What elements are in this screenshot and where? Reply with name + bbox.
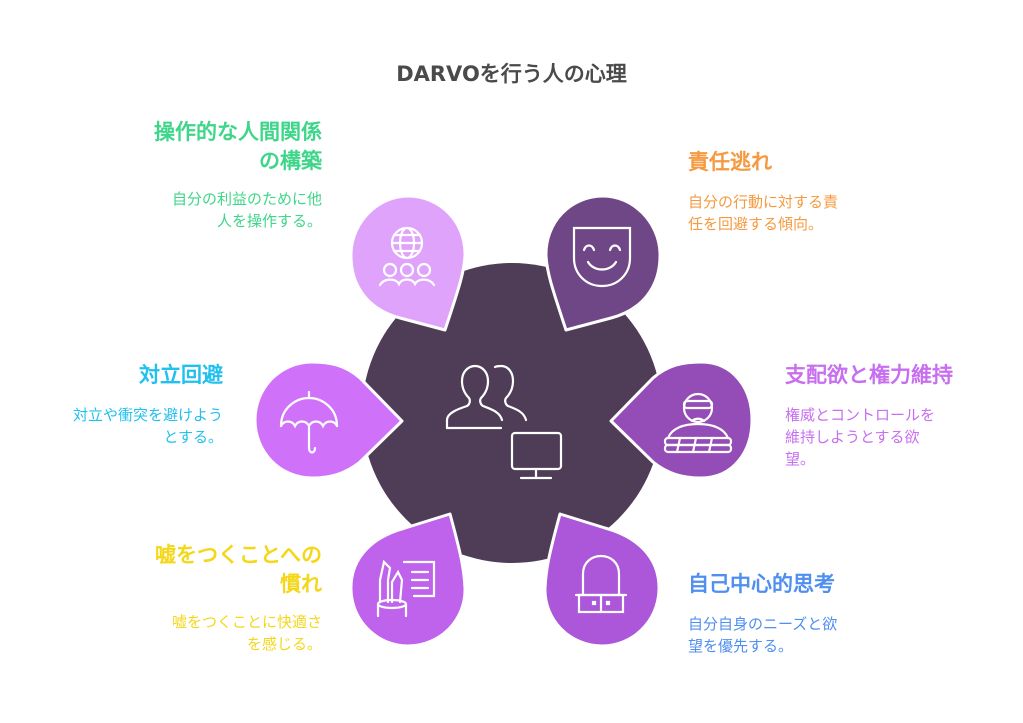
heading-avoidance: 対立回避 <box>139 363 223 387</box>
desc-line: 対立や衝突を避けよう <box>72 406 223 424</box>
heading-line: 慣れ <box>280 572 322 596</box>
desc-control: 権威とコントロールを 維持しようとする欲 望。 <box>785 404 1015 470</box>
label-responsibility: 責任逃れ 自分の行動に対する責 任を回避する傾向。 <box>688 148 928 235</box>
desc-avoidance: 対立や衝突を避けよう とする。 <box>20 404 223 448</box>
diagram-title: DARVOを行う人の心理 <box>396 62 627 86</box>
desc-line: 維持しようとする欲 <box>785 428 920 446</box>
petal-control[interactable] <box>609 360 754 480</box>
desc-line: 権威とコントロールを <box>785 406 936 424</box>
desc-lying: 嘘をつくことに快適さ を感じる。 <box>60 611 322 655</box>
label-avoidance: 対立回避 対立や衝突を避けよう とする。 <box>20 361 223 448</box>
label-manipulation: 操作的な人間関係 の構築 自分の利益のために他 人を操作する。 <box>60 118 322 232</box>
desc-line: 任を回避する傾向。 <box>688 215 824 233</box>
globe-people-icon <box>378 226 436 287</box>
heading-lying: 嘘をつくことへの 慣れ <box>60 541 322 599</box>
desc-line: を感じる。 <box>246 635 322 653</box>
petal-avoidance[interactable] <box>253 360 404 480</box>
desc-line: 嘘をつくことに快適さ <box>171 613 322 631</box>
desc-line: 自分の利益のために他 <box>171 190 322 208</box>
mirror-dresser-icon <box>574 554 628 614</box>
petal-responsibility[interactable] <box>544 194 662 332</box>
heading-manipulation: 操作的な人間関係 の構築 <box>60 118 322 176</box>
heading-selfcentered: 自己中心的思考 <box>688 572 835 596</box>
label-selfcentered: 自己中心的思考 自分自身のニーズと欲 望を優先する。 <box>688 570 928 657</box>
label-lying: 嘘をつくことへの 慣れ 嘘をつくことに快適さ を感じる。 <box>60 541 322 655</box>
umbrella-icon <box>279 390 339 454</box>
desc-responsibility: 自分の行動に対する責 任を回避する傾向。 <box>688 191 928 235</box>
people-computer-icon <box>445 364 563 480</box>
thief-icon <box>663 392 733 454</box>
center-hub <box>362 263 662 563</box>
heading-line: の構築 <box>259 149 322 173</box>
desc-line: とする。 <box>163 428 223 446</box>
petal-selfcentered[interactable] <box>543 512 661 648</box>
heading-line: 操作的な人間関係 <box>154 120 322 144</box>
desc-line: 自分自身のニーズと欲 <box>688 615 838 633</box>
desc-line: 自分の行動に対する責 <box>688 193 839 211</box>
petal-lying[interactable] <box>349 512 467 648</box>
desc-line: 望。 <box>785 450 816 468</box>
heading-line: 嘘をつくことへの <box>155 543 322 567</box>
desc-selfcentered: 自分自身のニーズと欲 望を優先する。 <box>688 613 928 657</box>
desc-line: 人を操作する。 <box>216 212 322 230</box>
desc-line: 望を優先する。 <box>688 637 794 655</box>
petal-manipulation[interactable] <box>349 194 467 332</box>
pen-document-icon <box>376 559 436 618</box>
mask-smile-icon <box>572 226 632 288</box>
label-control: 支配欲と権力維持 権威とコントロールを 維持しようとする欲 望。 <box>785 361 1015 470</box>
desc-manipulation: 自分の利益のために他 人を操作する。 <box>60 188 322 232</box>
heading-responsibility: 責任逃れ <box>688 150 772 174</box>
heading-control: 支配欲と権力維持 <box>785 363 953 387</box>
